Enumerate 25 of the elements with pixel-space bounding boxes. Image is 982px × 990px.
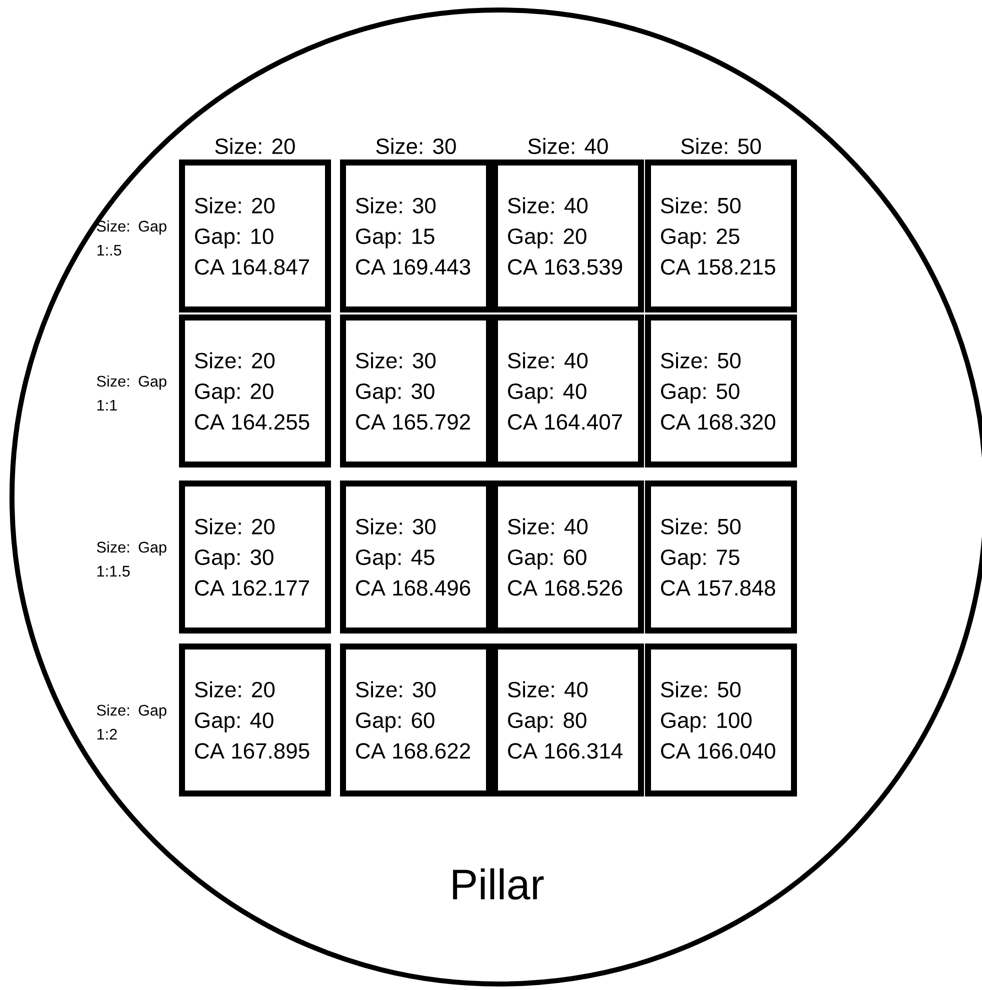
grid-box: Size: 20 Gap: 10 CA 164.847 bbox=[179, 160, 331, 312]
row-label: Size: Gap 1:2 bbox=[96, 704, 166, 740]
row-label: Size: Gap 1:1.5 bbox=[96, 541, 166, 577]
grid-box: Size: 50 Gap: 25 CA 158.215 bbox=[645, 160, 797, 312]
row-label: Size: Gap 1:1 bbox=[96, 375, 166, 411]
grid-box: Size: 40 Gap: 80 CA 166.314 bbox=[492, 644, 644, 796]
grid-box: Size: 30 Gap: 45 CA 168.496 bbox=[340, 480, 492, 634]
circle-label: Pillar bbox=[453, 868, 544, 900]
grid-box: Size: 20 Gap: 20 CA 164.255 bbox=[179, 314, 331, 468]
column-header: Size: 20 bbox=[215, 138, 295, 154]
grid-box: Size: 30 Gap: 15 CA 169.443 bbox=[340, 160, 492, 312]
grid-box: Size: 50 Gap: 50 CA 168.320 bbox=[645, 314, 797, 468]
grid-box: Size: 40 Gap: 40 CA 164.407 bbox=[492, 314, 644, 468]
column-header: Size: 30 bbox=[376, 138, 456, 154]
column-header: Size: 50 bbox=[681, 138, 761, 154]
grid-box: Size: 40 Gap: 20 CA 163.539 bbox=[492, 160, 644, 312]
grid-box: Size: 40 Gap: 60 CA 168.526 bbox=[492, 480, 644, 634]
grid-box: Size: 20 Gap: 30 CA 162.177 bbox=[179, 480, 331, 634]
grid-box: Size: 30 Gap: 30 CA 165.792 bbox=[340, 314, 492, 468]
grid-box: Size: 20 Gap: 40 CA 167.895 bbox=[179, 644, 331, 796]
grid-box: Size: 30 Gap: 60 CA 168.622 bbox=[340, 644, 492, 796]
grid-box: Size: 50 Gap: 75 CA 157.848 bbox=[645, 480, 797, 634]
column-header: Size: 40 bbox=[528, 138, 608, 154]
row-label: Size: Gap 1:.5 bbox=[96, 220, 166, 256]
grid-box: Size: 50 Gap: 100 CA 166.040 bbox=[645, 644, 797, 796]
